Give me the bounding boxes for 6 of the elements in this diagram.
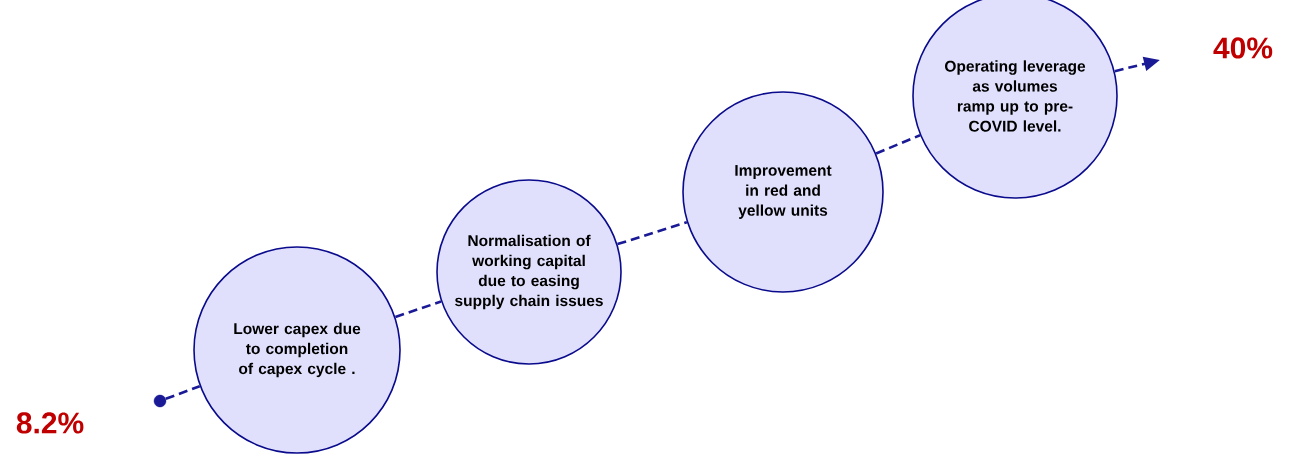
connector-line (395, 300, 442, 319)
connector-line (165, 384, 201, 401)
percentage-label: 8.2% (16, 412, 84, 434)
percentage-label: 40% (1213, 37, 1273, 59)
connector-line (875, 134, 921, 155)
connector-line (617, 221, 688, 246)
